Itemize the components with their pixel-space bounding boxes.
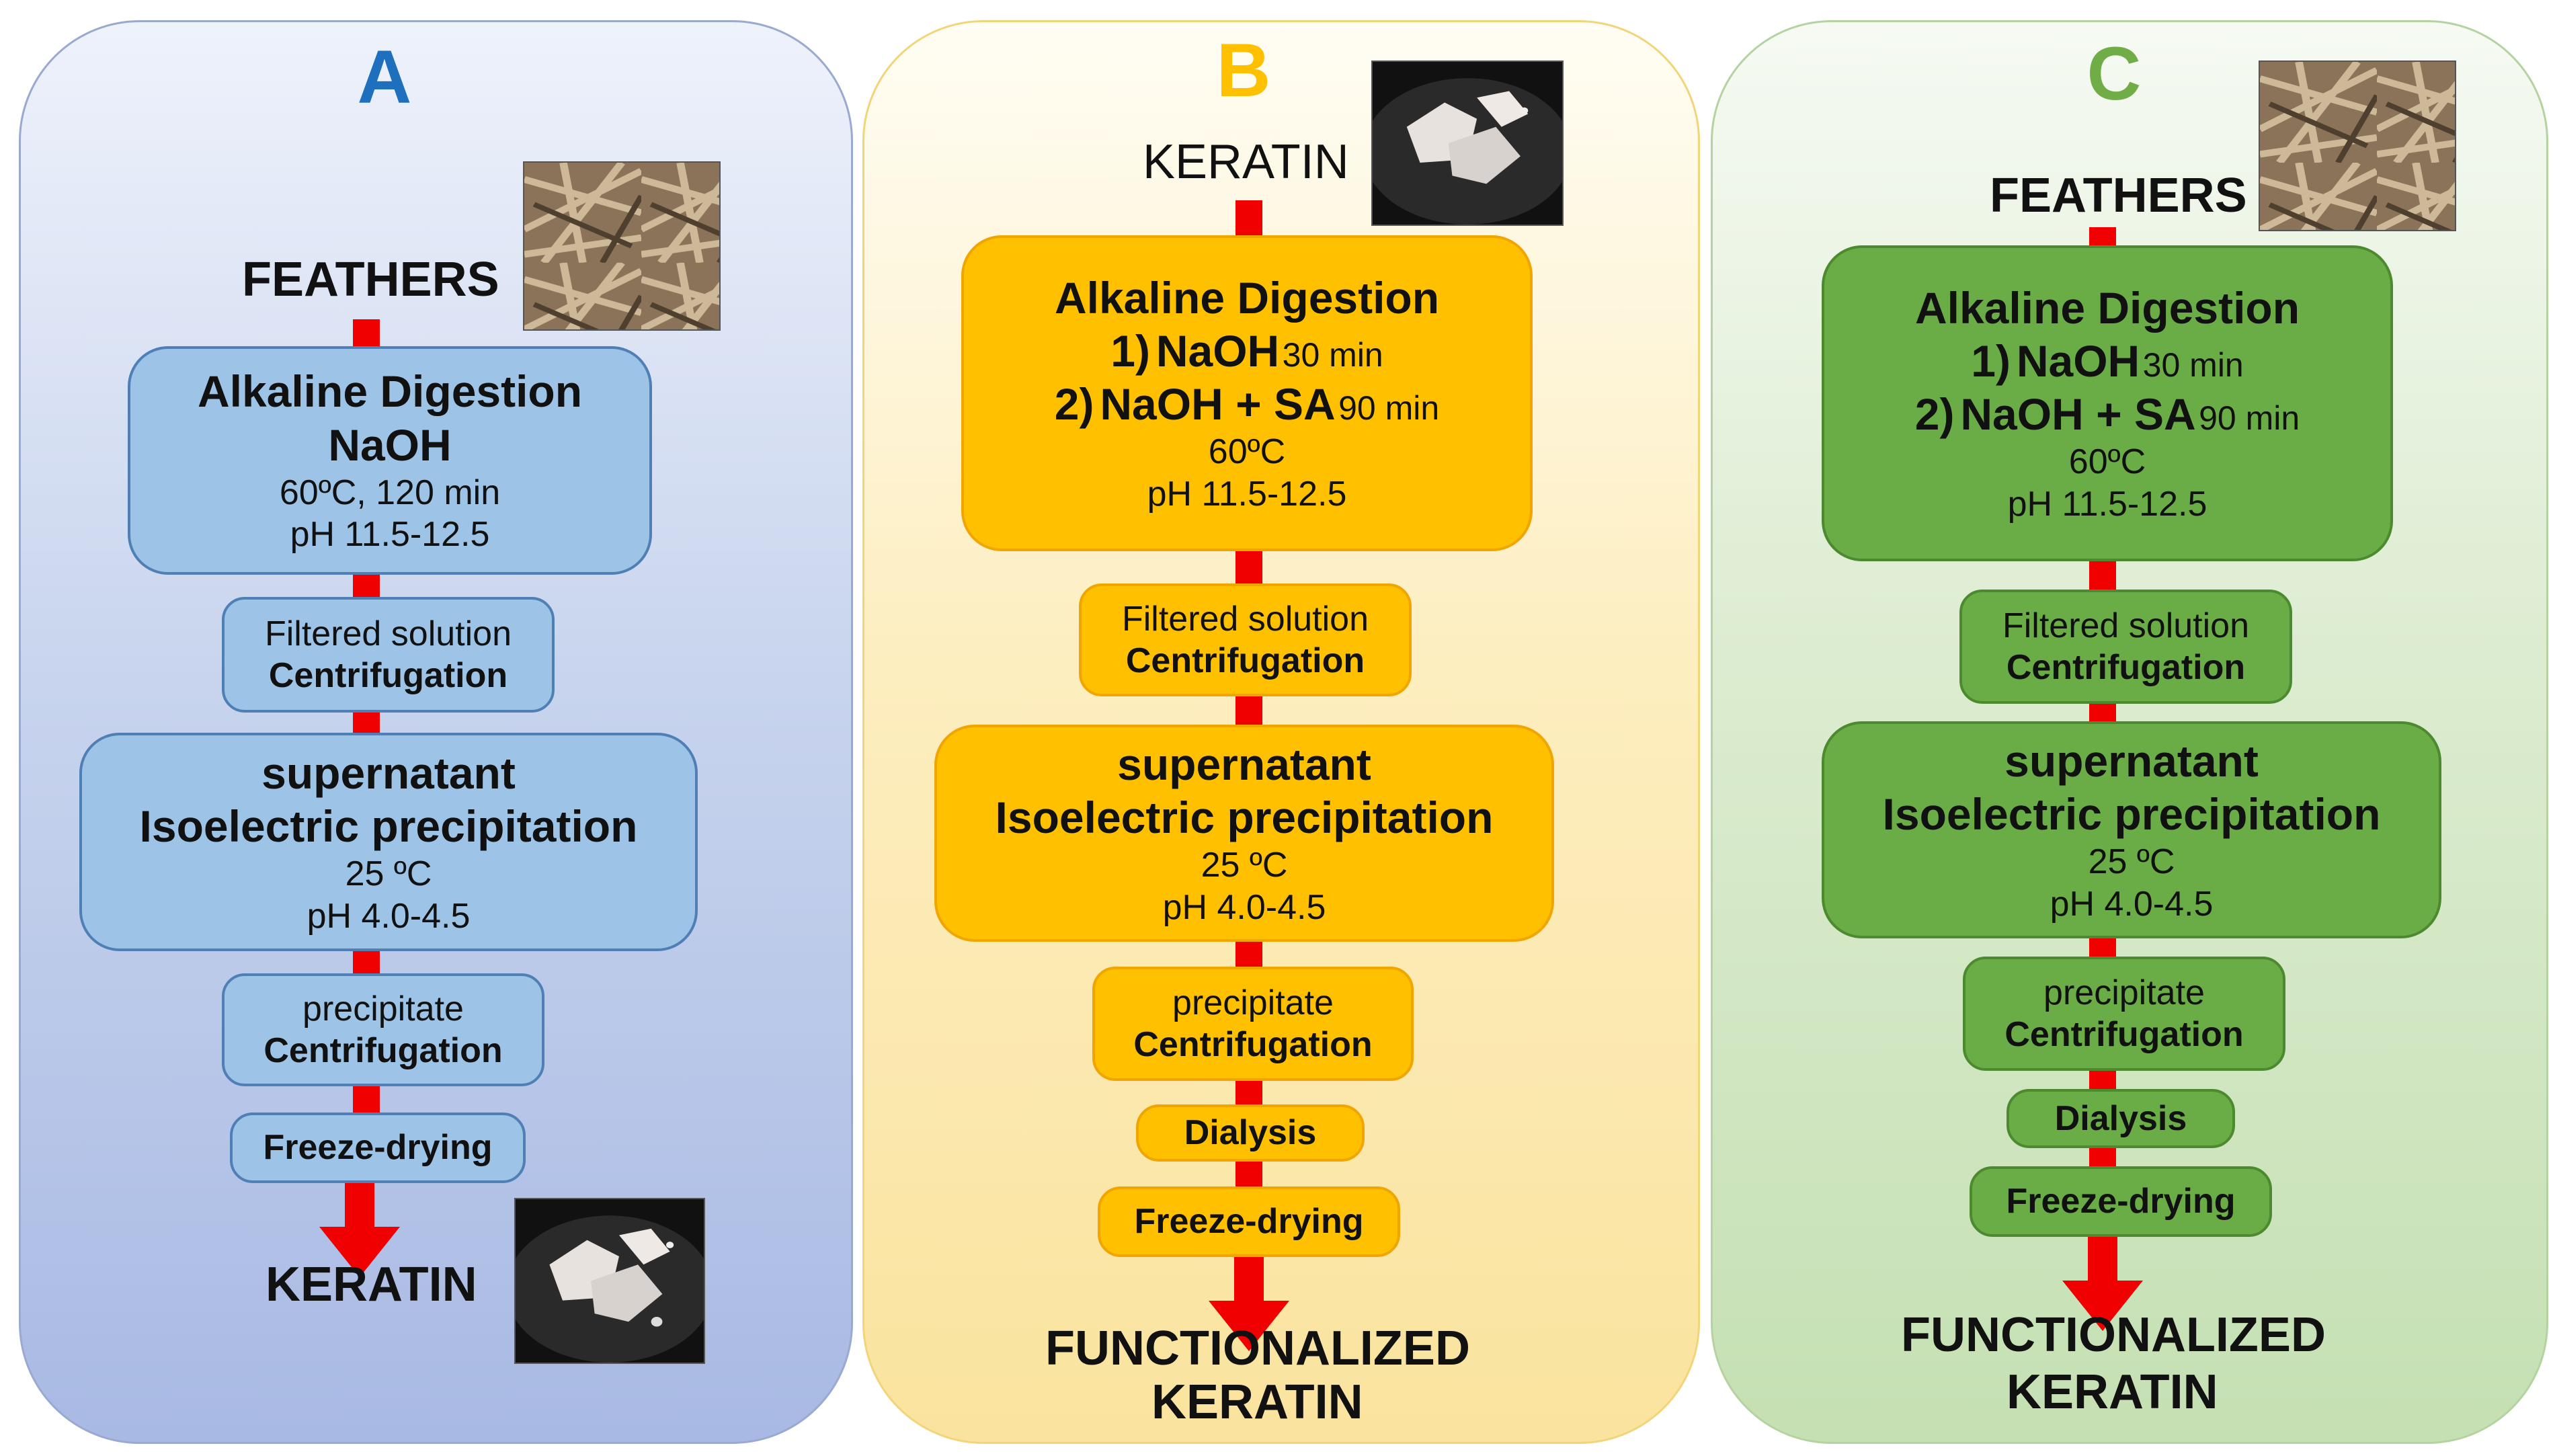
panel-c-centrifugation-box: precipitate Centrifugation <box>1963 957 2285 1071</box>
connector <box>1235 200 1262 237</box>
panel-b-end-label-1: FUNCTIONALIZED <box>1045 1322 1470 1375</box>
connector <box>1235 942 1262 969</box>
panel-b-precipitation-box: supernatant Isoelectric precipitation 25… <box>934 725 1554 942</box>
panel-b-centrifugation-box: precipitate Centrifugation <box>1092 967 1414 1081</box>
down-arrow-icon <box>2062 1237 2143 1331</box>
panel-a-letter: A <box>357 35 412 119</box>
connector <box>2089 704 2116 724</box>
connector <box>353 1086 380 1115</box>
panel-a-filter-box: Filtered solution Centrifugation <box>222 597 555 713</box>
connector <box>2089 1148 2116 1168</box>
panel-c-dialysis-box: Dialysis <box>2007 1089 2235 1148</box>
connector <box>353 951 380 975</box>
panel-a-precipitation-box: supernatant Isoelectric precipitation 25… <box>79 733 698 951</box>
connector <box>353 575 380 598</box>
connector <box>2089 561 2116 592</box>
feathers-photo <box>2259 60 2456 231</box>
panel-c-freeze-box: Freeze-drying <box>1970 1166 2272 1237</box>
panel-b-dialysis-box: Dialysis <box>1136 1104 1365 1162</box>
panel-a-centrifugation-box: precipitate Centrifugation <box>222 973 544 1086</box>
connector <box>353 713 380 736</box>
connector <box>1235 1081 1262 1106</box>
panel-c-letter: C <box>2086 32 2142 116</box>
panel-c-digestion-box: Alkaline Digestion 1) NaOH 30 min 2) NaO… <box>1822 245 2393 561</box>
connector <box>2089 938 2116 959</box>
panel-b-freeze-box: Freeze-drying <box>1098 1186 1400 1257</box>
panel-c-end-label-2: KERATIN <box>2007 1365 2218 1419</box>
panel-a-end-label: KERATIN <box>266 1258 477 1311</box>
connector <box>353 319 380 350</box>
panel-c-precipitation-box: supernatant Isoelectric precipitation 25… <box>1822 721 2441 938</box>
panel-a-digestion-box: Alkaline Digestion NaOH 60ºC, 120 min pH… <box>128 346 652 575</box>
panel-c-end-label-1: FUNCTIONALIZED <box>1901 1308 2326 1362</box>
feathers-photo <box>523 161 721 331</box>
connector <box>2089 227 2116 247</box>
panel-b-digestion-box: Alkaline Digestion 1) NaOH 30 min 2) NaO… <box>961 235 1533 551</box>
down-arrow-icon <box>319 1183 400 1277</box>
down-arrow-icon <box>1209 1257 1289 1351</box>
panel-c-start-label: FEATHERS <box>1990 169 2247 223</box>
panel-a-freeze-box: Freeze-drying <box>230 1113 526 1183</box>
keratin-photo <box>1371 60 1564 226</box>
panel-a-start-label: FEATHERS <box>242 253 499 307</box>
panel-b-letter: B <box>1216 28 1271 112</box>
panel-a <box>19 20 853 1444</box>
connector <box>2089 1071 2116 1091</box>
keratin-photo <box>514 1198 705 1364</box>
connector <box>1235 696 1262 727</box>
panel-b-start-label: KERATIN <box>1143 135 1349 189</box>
panel-b-end-label-2: KERATIN <box>1151 1375 1363 1429</box>
panel-b-filter-box: Filtered solution Centrifugation <box>1079 583 1412 696</box>
panel-c-filter-box: Filtered solution Centrifugation <box>1959 590 2292 704</box>
connector <box>1235 551 1262 585</box>
connector <box>1235 1162 1262 1188</box>
